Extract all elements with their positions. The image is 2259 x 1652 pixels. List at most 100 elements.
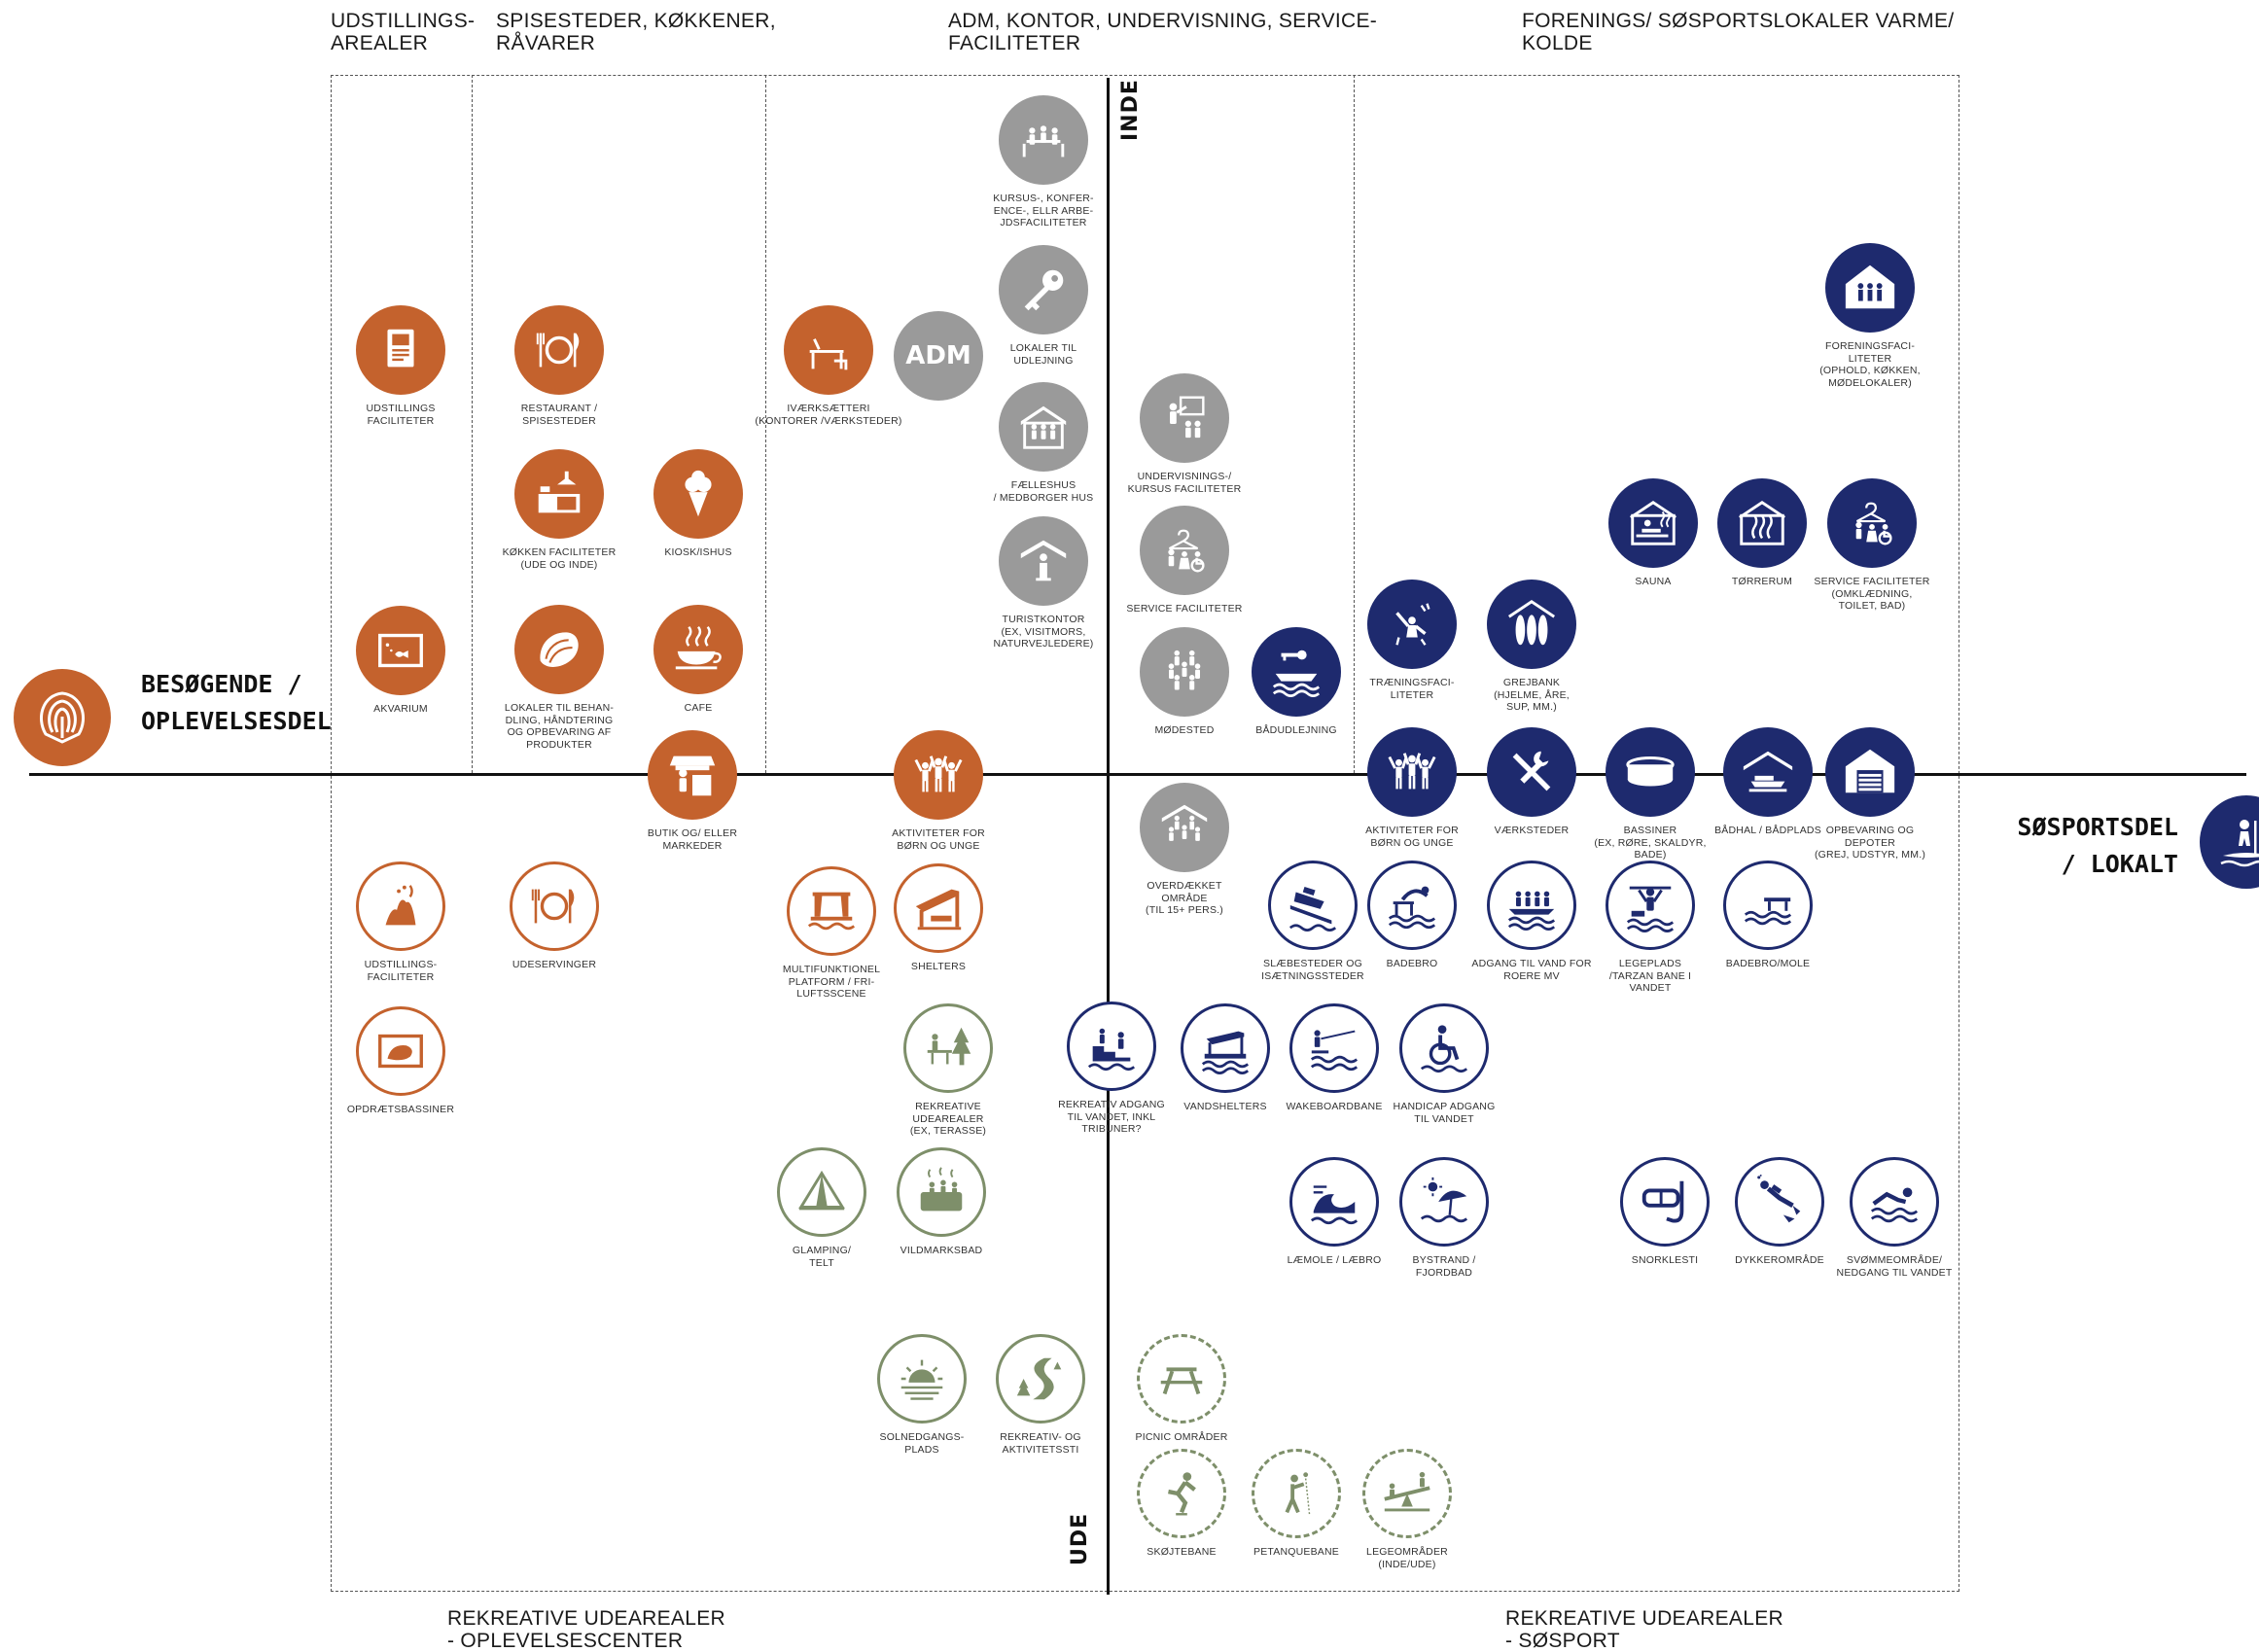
sculpture-icon: [356, 861, 445, 951]
item-bystrand: BYSTRAND / FJORDBAD: [1347, 1157, 1541, 1279]
item-adm: ADM: [841, 311, 1036, 408]
meeting-table-icon: [999, 95, 1088, 185]
item-label: VILDMARKSBAD: [900, 1245, 983, 1256]
oyster-basin-icon: [356, 1006, 445, 1096]
item-label: KIOSK/ISHUS: [664, 546, 732, 558]
item-torrerum: TØRRERUM: [1665, 478, 1859, 588]
item-label: BASSINER (EX, RØRE, SKALDYR, BADE): [1594, 825, 1707, 861]
club-house-icon: [1825, 243, 1915, 333]
exhibition-board-icon: [356, 305, 445, 395]
wave-wind-icon: [1289, 1157, 1379, 1247]
item-legeplads: LEGEPLADS /TARZAN BANE I VANDET: [1553, 861, 1747, 995]
item-label: LÆMOLE / LÆBRO: [1287, 1254, 1382, 1266]
item-label: REKREATIV- OG AKTIVITETSSTI: [1000, 1431, 1081, 1456]
cutlery-plate-icon: [514, 305, 604, 395]
pier-icon: [1723, 861, 1813, 950]
item-vaerksteder: VÆRKSTEDER: [1434, 727, 1629, 837]
item-label: LEGEPLADS /TARZAN BANE I VANDET: [1608, 958, 1692, 994]
water-play-icon: [1606, 861, 1695, 950]
item-label: BADEBRO/MOLE: [1725, 958, 1811, 969]
skater-icon: [1137, 1449, 1226, 1538]
floating-shelter-icon: [1181, 1003, 1270, 1093]
item-solnedgang: SOLNEDGANGS- PLADS: [825, 1334, 1019, 1456]
section-label-rekreativ-oplevelse: REKREATIVE UDEAREALER - OPLEVELSESCENTER: [447, 1607, 725, 1652]
drying-room-icon: [1717, 478, 1807, 568]
stage-icon: [787, 866, 876, 956]
item-label: SVØMMEOMRÅDE/ NEDGANG TIL VANDET: [1836, 1254, 1953, 1279]
section-label-spise: SPISESTEDER, KØKKENER, RÅVARER: [496, 10, 776, 54]
item-service: SERVICE FACILITETER: [1087, 506, 1282, 615]
kids-cheering-icon: [894, 730, 983, 820]
item-kiosk: KIOSK/ISHUS: [601, 449, 795, 559]
aquarium-icon: [356, 606, 445, 695]
shelter-icon: [894, 863, 983, 953]
section-label-rekreativ-sosport: REKREATIVE UDEAREALER - SØSPORT: [1505, 1607, 1783, 1652]
item-label: BUTIK OG/ ELLER MARKEDER: [647, 827, 738, 852]
item-akvarium: AKVARIUM: [303, 606, 498, 716]
item-badebro-mole: BADEBRO/MOLE: [1671, 861, 1865, 970]
item-label: PICNIC OMRÅDER: [1135, 1431, 1228, 1443]
item-label: SHELTERS: [910, 961, 967, 972]
divider-3: [1354, 75, 1355, 773]
item-label: GREJBANK (HJELME, ÅRE, SUP, MM.): [1494, 677, 1570, 713]
item-badebro: BADEBRO: [1315, 861, 1509, 970]
mussel-icon: [514, 605, 604, 694]
item-shelters: SHELTERS: [841, 863, 1036, 973]
item-traening: TRÆNINGSFACI- LITETER: [1315, 580, 1509, 701]
item-foreningsfaciliteter: FORENINGSFACI- LITETER (OPHOLD, KØKKEN, …: [1773, 243, 1967, 389]
item-label: FÆLLESHUS / MEDBORGER HUS: [993, 479, 1094, 504]
item-label: LEGEOMRÅDER (INDE/UDE): [1366, 1546, 1448, 1570]
item-udstilling-ude: UDSTILLINGS- FACILITETER: [303, 861, 498, 983]
item-kursus: KURSUS-, KONFER- ENCE-, ELLR ARBE- JDSFA…: [946, 95, 1141, 229]
item-skojtebane: SKØJTEBANE: [1084, 1449, 1279, 1559]
vertical-axis: [1107, 78, 1110, 1595]
item-label: REKREATIVE UDEAREALER (EX, TERASSE): [909, 1101, 987, 1137]
item-servicefaciliteter-navy: SERVICE FACILITETER (OMKLÆDNING, TOILET,…: [1775, 478, 1969, 613]
tent-icon: [777, 1147, 866, 1237]
item-label: LOKALER TIL BEHAN- DLING, HÅNDTERING OG …: [504, 702, 615, 751]
key-icon: [999, 245, 1088, 334]
item-label: TØRRERUM: [1731, 576, 1793, 587]
item-lokaler: LOKALER TIL BEHAN- DLING, HÅNDTERING OG …: [462, 605, 656, 751]
item-aktiviteter-orange: AKTIVITETER FOR BØRN OG UNGE: [841, 730, 1036, 852]
seesaw-icon: [1362, 1449, 1452, 1538]
item-adgang-roere: ADGANG TIL VAND FOR ROERE MV: [1434, 861, 1629, 982]
kayak-rack-icon: [1487, 580, 1576, 669]
group-people-icon: [1140, 627, 1229, 717]
section-label-adm: ADM, KONTOR, UNDERVISNING, SERVICE- FACI…: [948, 10, 1378, 54]
item-label: SERVICE FACILITETER: [1126, 603, 1243, 615]
covered-group-icon: [1140, 783, 1229, 872]
gymnast-icon: [1367, 580, 1457, 669]
item-label: LOKALER TIL UDLEJNING: [1009, 342, 1077, 367]
rowing-icon: [1487, 861, 1576, 950]
item-label: IVÆRKSÆTTERI (KONTORER /VÆRKSTEDER): [755, 403, 902, 427]
item-opbevaring: OPBEVARING OG DEPOTER (GREJ, UDSTYR, MM.…: [1773, 727, 1967, 861]
item-label: AKVARIUM: [373, 703, 428, 715]
item-label: PETANQUEBANE: [1253, 1546, 1339, 1558]
community-house-icon: [999, 382, 1088, 472]
horizontal-axis: [29, 773, 2246, 776]
cutlery-plate-icon: [510, 861, 599, 951]
item-restaurant: RESTAURANT / SPISESTEDER: [462, 305, 656, 427]
section-label-forening: FORENINGS/ SØSPORTSLOKALER VARME/ KOLDE: [1522, 10, 1955, 54]
tools-icon: [1487, 727, 1576, 817]
item-label: BÅDHAL / BÅDPLADS: [1714, 825, 1821, 836]
item-svommeomraade: SVØMMEOMRÅDE/ NEDGANG TIL VANDET: [1797, 1157, 1992, 1279]
toilet-hanger-icon: [1140, 506, 1229, 595]
item-handicap: HANDICAP ADGANG TIL VANDET: [1347, 1003, 1541, 1125]
market-stall-icon: [648, 730, 737, 820]
petanque-icon: [1252, 1449, 1341, 1538]
diving-icon: [1367, 861, 1457, 950]
item-label: KURSUS-, KONFER- ENCE-, ELLR ARBE- JDSFA…: [993, 193, 1094, 228]
diagram-frame: [331, 75, 1959, 1592]
teacher-icon: [1140, 373, 1229, 463]
item-label: DYKKEROMRÅDE: [1735, 1254, 1824, 1266]
adm-text: ADM: [905, 341, 971, 370]
wheelchair-water-icon: [1399, 1003, 1489, 1093]
item-udeservinger: UDESERVINGER: [457, 861, 652, 971]
wakeboard-icon: [1289, 1003, 1379, 1093]
item-aktiviteter-navy: AKTIVITETER FOR BØRN OG UNGE: [1315, 727, 1509, 849]
item-label: VÆRKSTEDER: [1494, 825, 1570, 836]
item-multiplatform: MULTIFUNKTIONEL PLATFORM / FRI- LUFTSSCE…: [734, 866, 929, 1001]
pole-label-right: SØSPORTSDEL / LOKALT: [2017, 813, 2178, 878]
